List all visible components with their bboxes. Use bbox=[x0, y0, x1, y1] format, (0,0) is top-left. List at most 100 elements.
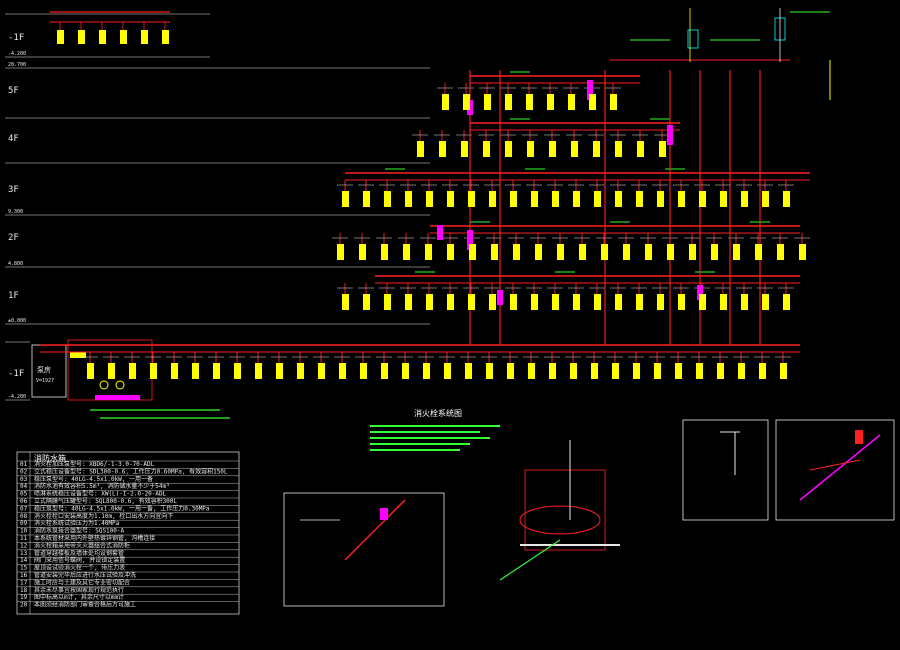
hydrant-cabinet bbox=[489, 191, 496, 207]
note-text: 消火栓系统试验压力为1.40MPa bbox=[34, 519, 120, 527]
elevation-label: ±0.000 bbox=[8, 318, 26, 324]
floor-label: 2F bbox=[8, 233, 19, 243]
hydrant-cabinet bbox=[491, 244, 498, 260]
hydrant-cabinet bbox=[733, 244, 740, 260]
hydrant-cabinet bbox=[99, 30, 106, 44]
hydrant-cabinet bbox=[601, 244, 608, 260]
hydrant-cabinet bbox=[403, 244, 410, 260]
hydrant-cabinet bbox=[108, 363, 115, 379]
hydrant-cabinet bbox=[531, 294, 538, 310]
hydrant-detail: 消火栓系统图 bbox=[370, 408, 620, 581]
riser-valve bbox=[497, 290, 503, 305]
hydrant-cabinet bbox=[384, 191, 391, 207]
hydrant-cabinet bbox=[759, 363, 766, 379]
hydrant-cabinet bbox=[657, 191, 664, 207]
pump-room: 泵房 V=1927 bbox=[31, 339, 230, 419]
note-text: 图中标高以m计, 其余尺寸以mm计 bbox=[34, 593, 124, 601]
hydrant-cabinet bbox=[573, 191, 580, 207]
hydrant-cabinet bbox=[557, 244, 564, 260]
hydrant-cabinet bbox=[510, 191, 517, 207]
hydrant-cabinet bbox=[568, 94, 575, 110]
hydrant-cabinet bbox=[120, 30, 127, 44]
note-text: 稳压泵型号: 40LG-4.5x1.0kW, 一用一备 bbox=[34, 475, 153, 483]
note-number: 16 bbox=[20, 572, 28, 579]
hydrant-cabinet bbox=[463, 94, 470, 110]
elevation-label: 4.800 bbox=[8, 261, 23, 267]
hydrant-cabinet bbox=[87, 363, 94, 379]
hydrant-cabinet bbox=[579, 244, 586, 260]
hydrant-cabinet bbox=[423, 363, 430, 379]
floor-level-lines bbox=[5, 13, 430, 401]
notes-title: 消防水箱 bbox=[34, 453, 66, 463]
note-text: 本图须经消防部门审查合格后方可施工 bbox=[34, 601, 136, 609]
note-number: 05 bbox=[20, 491, 28, 498]
hydrant-cabinet bbox=[678, 191, 685, 207]
hydrant-cabinet bbox=[623, 244, 630, 260]
hydrant-cabinet bbox=[150, 363, 157, 379]
note-number: 11 bbox=[20, 535, 28, 542]
hydrant-cabinet bbox=[192, 363, 199, 379]
hydrant-cabinet bbox=[484, 94, 491, 110]
hydrant-cabinet bbox=[447, 294, 454, 310]
note-number: 14 bbox=[20, 557, 28, 564]
note-number: 06 bbox=[20, 498, 28, 505]
note-number: 20 bbox=[20, 602, 28, 609]
hydrant-cabinet bbox=[741, 191, 748, 207]
elevation-label: 9.300 bbox=[8, 209, 23, 215]
hydrant-cabinet bbox=[57, 30, 64, 44]
hydrant-cabinet bbox=[645, 244, 652, 260]
riser-valve bbox=[667, 125, 673, 145]
hydrant-cabinet bbox=[342, 294, 349, 310]
hydrant-cabinet bbox=[444, 363, 451, 379]
hydrant-cabinet bbox=[486, 363, 493, 379]
riser-valve bbox=[467, 230, 473, 250]
hydrant-cabinet bbox=[141, 30, 148, 44]
hydrant-cabinet bbox=[667, 244, 674, 260]
hydrant-cabinet bbox=[535, 244, 542, 260]
note-number: 19 bbox=[20, 594, 28, 601]
hydrant-cabinet bbox=[297, 363, 304, 379]
hydrant-cabinet bbox=[483, 141, 490, 157]
hydrant-cabinet bbox=[162, 30, 169, 44]
hydrant-cabinet bbox=[720, 294, 727, 310]
hydrant-cabinet bbox=[762, 191, 769, 207]
note-number: 15 bbox=[20, 565, 28, 572]
hydrant-cabinet bbox=[469, 244, 476, 260]
hydrant-cabinet bbox=[633, 363, 640, 379]
hydrant-cabinet bbox=[171, 363, 178, 379]
hydrant-cabinet bbox=[783, 191, 790, 207]
hydrant-cabinet bbox=[339, 363, 346, 379]
note-text: 喷淋系统稳压设备型号: XW(L)-I-2.0-20-ADL bbox=[34, 490, 167, 498]
hydrant-cabinet bbox=[461, 141, 468, 157]
hydrant-cabinet bbox=[777, 244, 784, 260]
note-text: 阀门采用信号蝶阀, 并设锁定装置 bbox=[34, 556, 125, 564]
floor-label: 1F bbox=[8, 291, 19, 301]
hydrant-cabinet bbox=[507, 363, 514, 379]
note-text: 本系统管材采用内外壁热镀锌钢管, 沟槽连接 bbox=[34, 534, 155, 542]
riser-valve bbox=[437, 225, 443, 240]
hydrant-cabinet bbox=[738, 363, 745, 379]
elevation-label: -4.200 bbox=[8, 394, 26, 400]
hydrant-cabinet bbox=[426, 294, 433, 310]
detail-title: 消火栓系统图 bbox=[414, 408, 462, 418]
hydrant-cabinet bbox=[426, 191, 433, 207]
note-text: 消火栓栓口安装高度为1.10m, 栓口出水方向宜向下 bbox=[34, 512, 173, 520]
note-number: 18 bbox=[20, 587, 28, 594]
note-number: 17 bbox=[20, 579, 28, 586]
hydrant-cabinet bbox=[799, 244, 806, 260]
hydrant-cabinet bbox=[342, 191, 349, 207]
hydrant-cabinet bbox=[447, 191, 454, 207]
hydrant-cabinet bbox=[637, 141, 644, 157]
hydrant-cabinet bbox=[360, 363, 367, 379]
hydrant-cabinet bbox=[513, 244, 520, 260]
hydrant-cabinet bbox=[741, 294, 748, 310]
hydrant-cabinet bbox=[359, 244, 366, 260]
hydrant-cabinet bbox=[675, 363, 682, 379]
note-number: 03 bbox=[20, 476, 28, 483]
note-text: 稳压泵型号: 40LG-4.5x1.0kW, 一用一备, 工作压力0.30MPa bbox=[34, 504, 210, 512]
note-text: 消火栓箱采用带灭火器组合式消防柜 bbox=[34, 541, 130, 549]
hydrant-cabinet bbox=[234, 363, 241, 379]
hydrant-cabinet bbox=[696, 363, 703, 379]
hydrant-cabinet bbox=[783, 294, 790, 310]
